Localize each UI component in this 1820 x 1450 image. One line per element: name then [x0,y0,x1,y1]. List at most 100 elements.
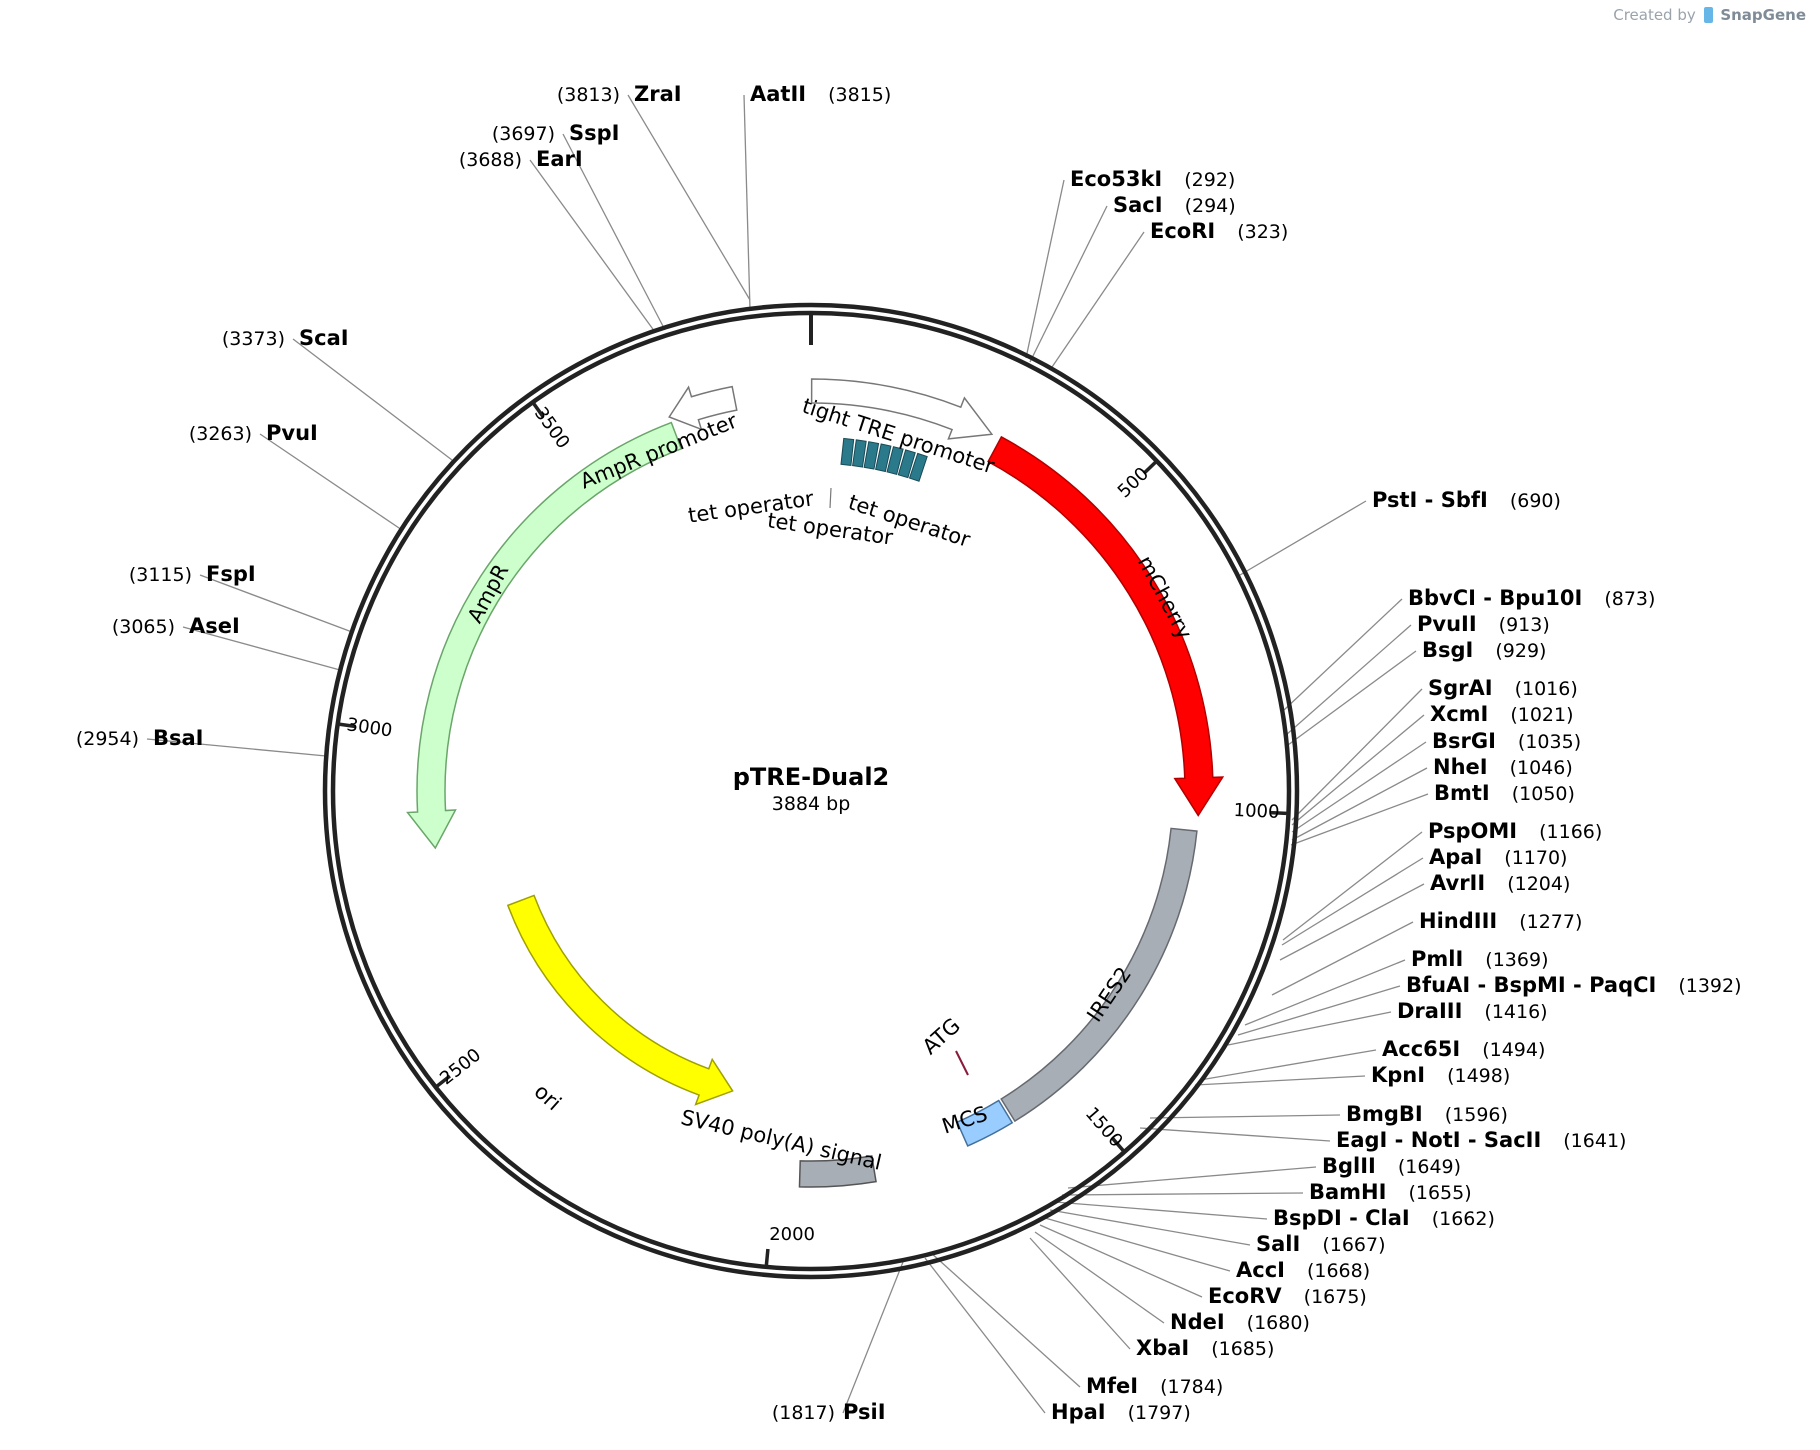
site-position: (690) [1510,490,1561,512]
site-name: Eco53kI [1070,167,1162,191]
site-sali[interactable]: SalI(1667) [1256,1232,1386,1256]
leader-bsai [146,738,327,757]
leader-bmgbi [1149,1114,1341,1119]
site-acci[interactable]: AccI(1668) [1236,1258,1370,1282]
site-position: (1204) [1507,873,1570,895]
leader-pvuii [1285,624,1412,736]
feature-ori[interactable] [506,894,734,1106]
feature-ampr[interactable] [406,421,683,850]
site-name: ZraI [634,82,682,106]
leader-xcmi [1291,714,1425,826]
site-name: AseI [189,614,240,638]
site-eari[interactable]: EarI(3688) [459,147,583,171]
site-name: PsiI [843,1400,886,1424]
tet-operator-box [840,437,855,466]
site-psii[interactable]: PsiI (1817) [772,1400,886,1424]
site-name: Acc65I [1382,1037,1460,1061]
leader-xbai [1029,1237,1131,1350]
feature-sv40-poly-a-signal[interactable] [798,1155,877,1188]
leader-acc65i [1199,1049,1377,1081]
site-ndei[interactable]: NdeI(1680) [1170,1310,1310,1334]
site-ecorv[interactable]: EcoRV(1675) [1208,1284,1367,1308]
site-aatii[interactable]: AatII(3815) [750,82,891,106]
feature-ampr-promoter[interactable] [668,385,738,431]
tick-mark-1000 [1270,810,1287,816]
leader-sgrai [1291,688,1423,821]
site-draiii[interactable]: DraIII (1416) [1397,999,1548,1023]
leader-asei [182,626,341,671]
site-psti-sbfi[interactable]: PstI - SbfI(690) [1372,488,1561,512]
site-sspi[interactable]: SspI(3697) [492,121,620,145]
site-name: BsaI [153,726,204,750]
site-kpni[interactable]: KpnI(1498) [1371,1063,1510,1087]
tet-operator-box [863,441,880,470]
site-bbvci-bpu10i[interactable]: BbvCI - Bpu10I(873) [1408,586,1655,610]
site-name: AatII [750,82,806,106]
site-position: (3065) [112,616,175,638]
site-bamhi[interactable]: BamHI(1655) [1309,1180,1472,1204]
site-name: ScaI [299,326,349,350]
site-bsgi[interactable]: BsgI(929) [1422,638,1546,662]
site-position: (1685) [1211,1338,1274,1360]
site-name: EcoRV [1208,1284,1282,1308]
site-pspomi[interactable]: PspOMI(1166) [1428,819,1602,843]
site-position: (1416) [1484,1001,1547,1023]
credit-text: Created by [1613,6,1696,24]
site-pvui[interactable]: PvuI(3263) [189,421,318,445]
site-scai[interactable]: ScaI(3373) [222,326,349,350]
site-avrii[interactable]: AvrII(1204) [1430,871,1570,895]
site-pmli[interactable]: PmlI(1369) [1411,947,1548,971]
site-position: (3813) [557,84,620,106]
site-bmgbi[interactable]: BmgBI(1596) [1346,1102,1508,1126]
snapgene-logo-icon [1703,7,1713,23]
site-bspdi-clai[interactable]: BspDI - ClaI(1662) [1273,1206,1495,1230]
site-name: HpaI [1051,1400,1106,1424]
leader-ecorv [1039,1224,1203,1298]
site-name: ApaI [1429,845,1482,869]
feature-mcs[interactable] [956,1099,1014,1147]
site-mfei[interactable]: MfeI(1784) [1086,1374,1223,1398]
site-position: (1817) [772,1402,835,1424]
site-name: EcoRI [1150,219,1215,243]
site-ecori[interactable]: EcoRI(323) [1150,219,1288,243]
site-nhei[interactable]: NheI(1046) [1433,755,1573,779]
site-xbai[interactable]: XbaI(1685) [1136,1336,1274,1360]
site-apai[interactable]: ApaI(1170) [1429,845,1567,869]
site-bmti[interactable]: BmtI(1050) [1434,781,1575,805]
leader-psii [842,1261,904,1414]
site-hpai[interactable]: HpaI (1797) [1051,1400,1191,1424]
site-bsai[interactable]: BsaI(2954) [76,726,204,750]
atg-mark [955,1050,969,1076]
site-bglii[interactable]: BglII(1649) [1322,1154,1461,1178]
feature-label-sv40-polya-signal: SV40 poly(A) signal [679,1105,884,1175]
site-position: (1797) [1128,1402,1191,1424]
feature-ires2[interactable] [1000,827,1198,1123]
site-eagi-noti-sacii[interactable]: EagI - NotI - SacII(1641) [1336,1128,1626,1152]
site-pvuii[interactable]: PvuII(913) [1417,612,1550,636]
site-xcmi[interactable]: XcmI(1021) [1430,702,1574,726]
site-acc65i[interactable]: Acc65I(1494) [1382,1037,1545,1061]
site-name: DraIII [1397,999,1462,1023]
site-asei[interactable]: AseI (3065) [112,614,240,638]
tet-operator-connector [829,487,832,509]
plasmid-size: 3884 bp [772,793,851,815]
site-zrai[interactable]: ZraI (3813) [557,82,682,106]
leader-hpai [924,1257,1046,1414]
site-name: HindIII [1419,909,1497,933]
leader-fspi [199,574,353,633]
tick-label-3500: 3500 [530,403,574,452]
site-fspi[interactable]: FspI(3115) [129,562,256,586]
site-position: (3263) [189,423,252,445]
site-bsrgi[interactable]: BsrGI(1035) [1432,729,1581,753]
leader-hindiii [1271,921,1414,996]
site-eco53ki[interactable]: Eco53kI(292) [1070,167,1235,191]
site-bfuai-bspmi-paqci[interactable]: BfuAI - BspMI - PaqCI(1392) [1406,973,1742,997]
feature-tight-tre-promoter[interactable] [810,378,994,440]
site-position: (1021) [1510,704,1573,726]
site-hindiii[interactable]: HindIII(1277) [1419,909,1582,933]
site-sgrai[interactable]: SgrAI(1016) [1428,676,1578,700]
feature-mcherry[interactable] [987,435,1225,817]
leader-bbvci-bpu10i [1283,598,1403,711]
site-saci[interactable]: SacI(294) [1113,193,1236,217]
atg-label: ATG [918,1013,965,1059]
